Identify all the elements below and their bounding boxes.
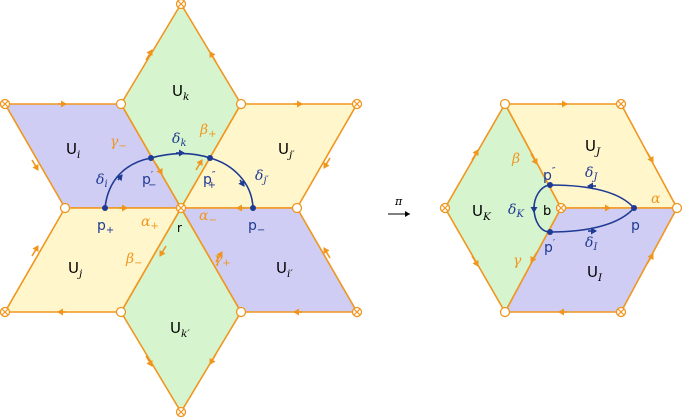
arrow-delta-jp [238,179,245,187]
edge-alpha-plus-label: α+ [141,214,159,232]
otimes-vertex [351,306,363,318]
crossed-vertices-right [439,98,627,318]
path-delta-I-label: δI [585,235,598,253]
point-b-label: b [543,204,551,219]
path-delta-k-label: δk [172,131,187,149]
path-delta-i-label: δi [96,172,108,190]
otimes-vertex [439,202,451,214]
right-hexagon: UJ UK UI p″ b p′ p β α γ δJ δK δI [439,98,683,318]
edge-alpha-label: α [651,191,661,207]
otimes-vertex [615,306,627,318]
point-p-dprime-label: p″ [543,166,556,184]
point-r-label: r [177,221,182,235]
open-vertices-right [499,98,683,318]
region-ui-label: Ui [66,140,80,161]
left-star: Uk Ui Uj′ Uj Ui′ Uk′ p+ p′− p″+ p− r γ− … [0,0,363,417]
edge-gamma-plus-label: γ+ [214,251,231,269]
region-ujp-label: Uj′ [278,140,295,161]
point-p-minus-label: p− [248,218,265,236]
point-p-plus-dprime-dot [207,155,213,161]
otimes-vertex [175,406,187,417]
edge-arrows-right [471,100,654,316]
open-vertices-left [59,98,303,318]
edge-alpha-minus-label: α− [199,208,217,226]
region-uj-label: UJ [585,137,601,158]
otimes-vertex [615,98,627,110]
otimes-vertex [351,98,363,110]
region-uip-label: Ui′ [276,259,293,280]
otimes-vertex [175,0,187,10]
point-p-minus-prime-dot [148,155,154,161]
point-p-dprime-dot [547,182,553,188]
otimes-vertex [175,202,187,214]
path-delta-K-label: δK [508,202,524,220]
point-p-prime-dot [547,229,553,235]
region-uk-label: Uk [172,82,189,103]
crossed-vertices-left [0,0,363,417]
point-p-plus-dprime-label: p″+ [203,170,216,191]
point-p-plus-label: p+ [97,218,114,236]
edge-gamma-label: γ [513,253,522,269]
region-ukp-label: Uk′ [170,319,190,340]
edge-arrows-left [31,49,331,367]
map-arrow: π [388,195,410,217]
region-ui-label: UI [587,263,603,284]
point-p-minus-dot [250,205,256,211]
point-p-plus-dot [102,205,108,211]
otimes-vertex [0,306,11,318]
point-p-minus-prime-label: p′− [142,170,157,191]
region-uk-label: UK [472,202,492,223]
point-p-dot [631,205,637,211]
otimes-vertex [0,98,11,110]
path-delta-jp-label: δj′ [255,168,270,186]
otimes-vertex [555,202,567,214]
edge-gamma-minus-label: γ− [110,134,127,152]
edge-beta-label: β [511,151,520,167]
point-p-label: p [631,218,640,234]
region-uj-label: Uj [68,259,83,280]
edge-beta-minus-label: β− [125,251,142,269]
point-p-prime-label: p′ [544,238,556,256]
map-label: π [394,195,403,208]
arrow-delta-i [116,174,123,182]
edge-beta-plus-label: β+ [199,122,216,140]
path-delta-J-label: δJ [585,165,598,183]
